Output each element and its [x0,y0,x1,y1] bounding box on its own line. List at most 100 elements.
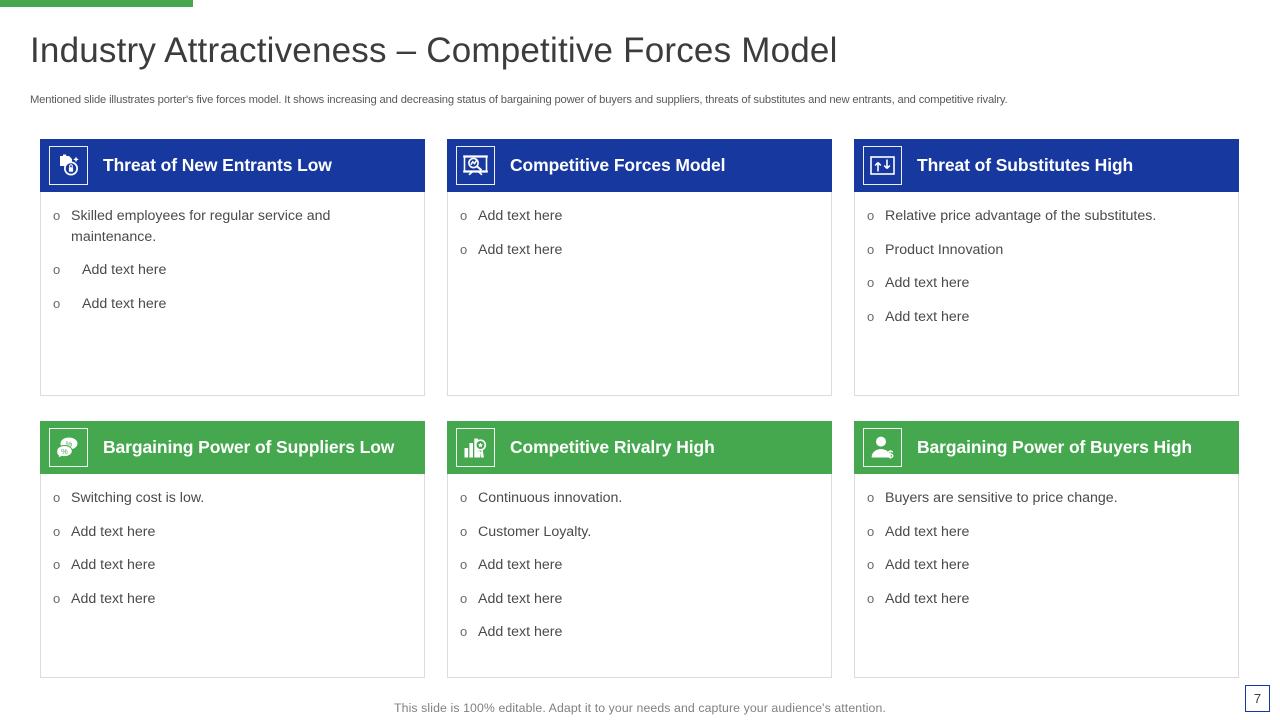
svg-text:%: % [66,439,73,448]
up-down-arrows-icon [863,146,902,185]
card-header[interactable]: %% Bargaining Power of Suppliers Low [40,421,425,474]
list-item[interactable]: o Customer Loyalty. [460,522,819,543]
list-item-text: Switching cost is low. [71,490,205,506]
bullet-marker-icon: o [867,208,875,223]
bullet-marker-icon: o [53,295,61,311]
page-title: Industry Attractiveness – Competitive Fo… [30,31,838,70]
bullet-marker-icon: o [53,557,61,573]
list-item-text: Add text here [478,590,563,607]
list-item[interactable]: o Add text here [460,589,819,610]
document-lock-icon [49,146,88,185]
list-item[interactable]: o Add text here [867,307,1226,328]
list-item[interactable]: o Add text here [53,589,412,610]
bullet-marker-icon: o [867,590,875,606]
list-item[interactable]: o Add text here [460,622,819,643]
footer-note: This slide is 100% editable. Adapt it to… [394,701,886,715]
list-item-text: Add text here [478,624,563,641]
list-item-text: Add text here [885,523,970,540]
list-item[interactable]: o Switching cost is low. [53,488,412,509]
bullet-marker-icon: o [53,590,61,606]
page-subtitle: Mentioned slide illustrates porter's fiv… [30,94,1008,106]
bullet-marker-icon: o [460,490,468,505]
card-title: Threat of New Entrants Low [103,154,332,175]
speech-bubbles-percent-icon: %% [49,428,88,467]
list-item-text: Product Innovation [885,241,1004,258]
list-item-text: Skilled employees for regular service an… [71,208,331,245]
bullet-marker-icon: o [867,490,875,505]
person-dollar-icon: $ [863,428,902,467]
card-header[interactable]: Competitive Rivalry High [447,421,832,474]
list-item[interactable]: o Add text here [460,240,819,261]
list-item-text: Customer Loyalty. [478,523,592,540]
bullet-marker-icon: o [460,208,468,223]
list-item[interactable]: o Add text here [460,206,819,227]
svg-text:%: % [61,447,68,456]
list-item[interactable]: o Add text here [460,555,819,576]
bar-chart-trophy-icon [456,428,495,467]
list-item-text: Continuous innovation. [478,490,623,506]
card-title: Competitive Forces Model [510,154,726,175]
list-item-text: Add text here [885,275,970,292]
list-item-text: Add text here [478,241,563,258]
card-title: Threat of Substitutes High [917,154,1134,175]
list-item-text: Add text here [71,523,156,540]
bullet-marker-icon: o [867,523,875,539]
list-item-text: Add text here [885,557,970,574]
card-title: Competitive Rivalry High [510,436,715,457]
force-card: %% Bargaining Power of Suppliers Low o Swit… [40,421,425,678]
card-title: Bargaining Power of Suppliers Low [103,436,395,457]
list-item[interactable]: o Add text here [867,589,1226,610]
bullet-marker-icon: o [460,241,468,257]
bullet-marker-icon: o [460,557,468,573]
force-card: Competitive Rivalry High o Continuous inno… [447,421,832,678]
top-accent-bar [0,0,193,7]
list-item-text: Add text here [885,590,970,607]
bullet-list: o Skilled employees for regular service a… [53,206,412,314]
bullet-marker-icon: o [53,262,61,278]
bullet-marker-icon: o [867,241,875,257]
card-header[interactable]: $ Bargaining Power of Buyers High [854,421,1239,474]
list-item-text: Add text here [478,208,563,224]
list-item[interactable]: o Product Innovation [867,240,1226,261]
list-item[interactable]: o Add text here [53,555,412,576]
card-header[interactable]: Threat of New Entrants Low [40,139,425,192]
list-item[interactable]: o Add text here [53,260,412,281]
card-header[interactable]: Competitive Forces Model [447,139,832,192]
list-item-text: Add text here [71,590,156,607]
card-title: Bargaining Power of Buyers High [917,436,1192,457]
list-item-text: Add text here [82,262,167,279]
bullet-marker-icon: o [460,624,468,640]
list-item-text: Add text here [71,557,156,574]
list-item[interactable]: o Add text here [53,522,412,543]
list-item-text: Add text here [478,557,563,574]
bullet-marker-icon: o [460,590,468,606]
bullet-marker-icon: o [460,523,468,539]
list-item-text: Add text here [885,308,970,325]
bullet-marker-icon: o [53,490,61,505]
page-number-badge: 7 [1245,685,1270,712]
card-body: o Skilled employees for regular service a… [40,192,425,396]
card-header[interactable]: Threat of Substitutes High [854,139,1239,192]
bullet-marker-icon: o [53,523,61,539]
list-item[interactable]: o Add text here [867,522,1226,543]
force-card: Threat of New Entrants Low o Skilled emplo… [40,139,425,396]
bullet-marker-icon: o [867,308,875,324]
list-item[interactable]: o Continuous innovation. [460,488,819,509]
